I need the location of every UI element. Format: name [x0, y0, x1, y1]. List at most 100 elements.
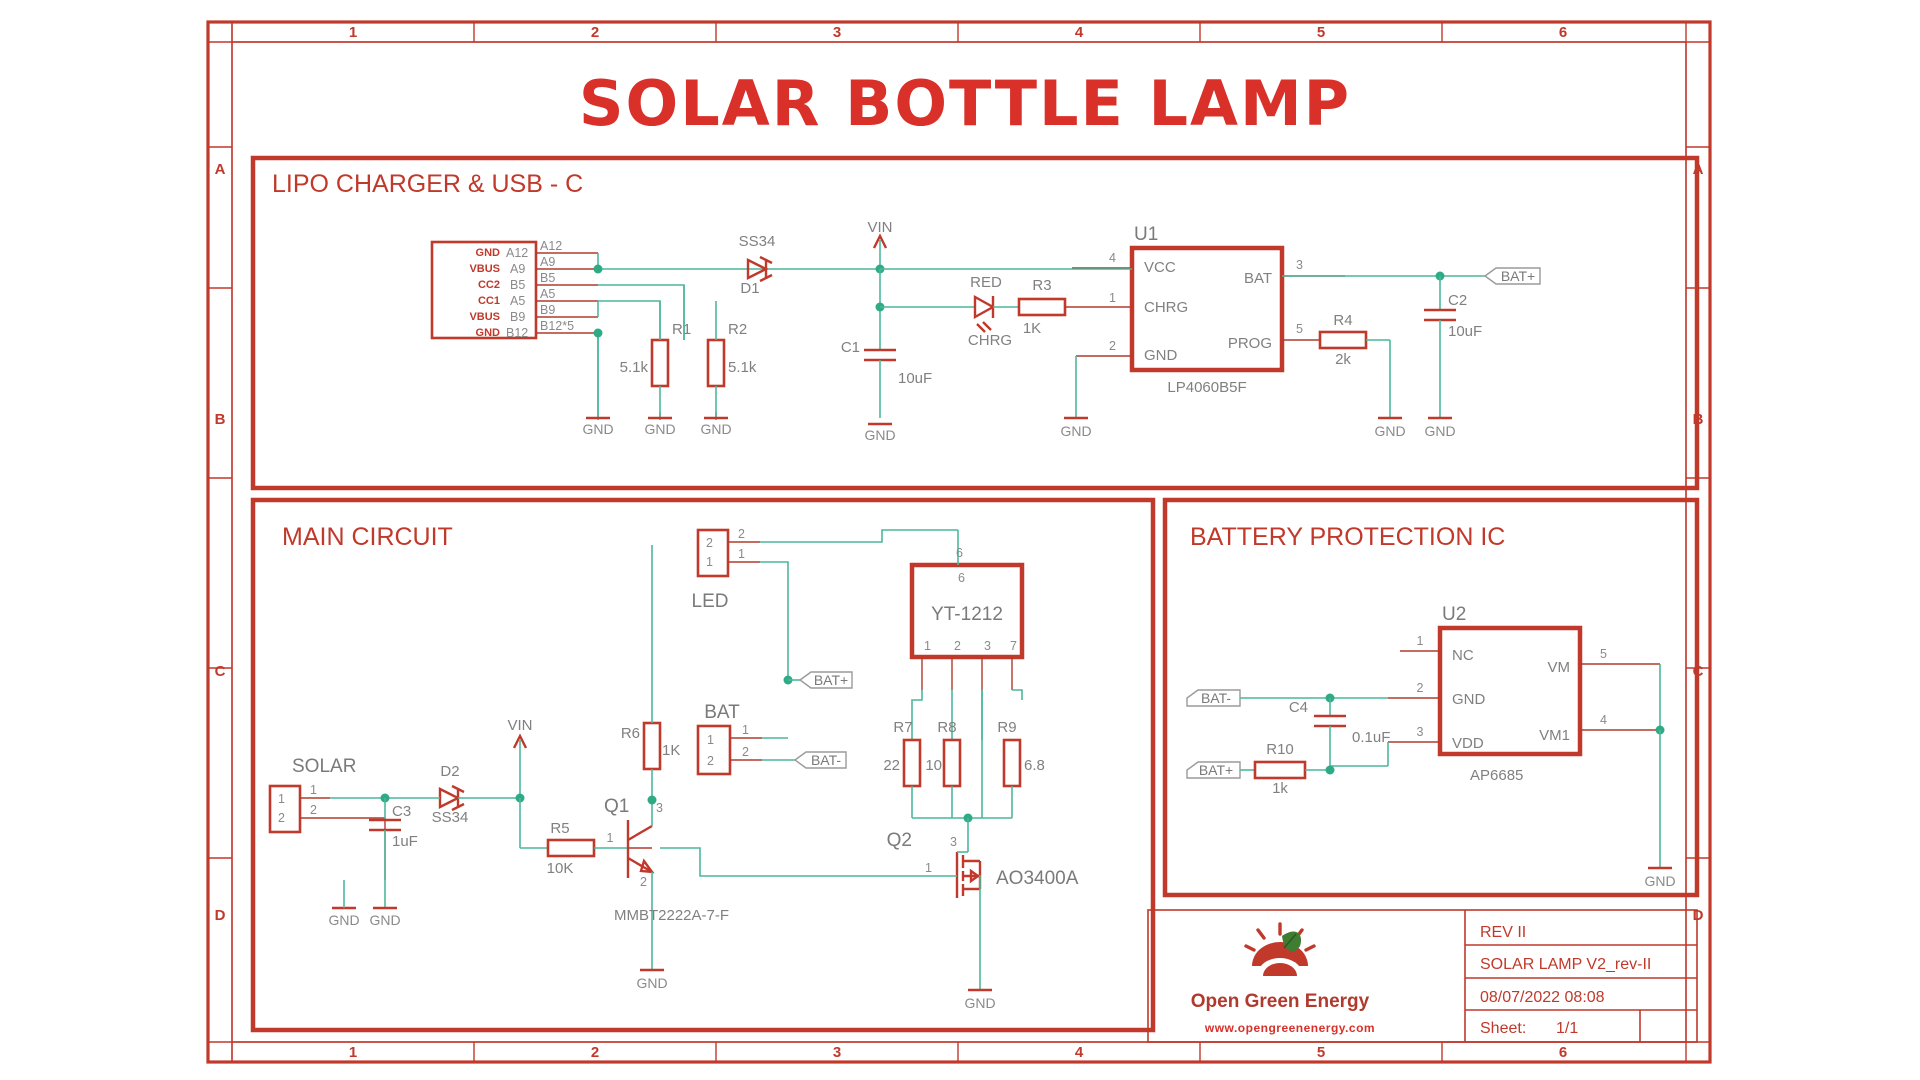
- usb-pin-sig-5: GND: [476, 327, 501, 339]
- diode-d2-value: D2: [440, 763, 459, 780]
- gnd-symbol-u1: GND: [1060, 416, 1092, 439]
- led-chrg-ref: RED: [970, 274, 1002, 291]
- usb-pin-sig-2: CC2: [478, 279, 500, 291]
- frame-col-4-top: 4: [1075, 24, 1084, 41]
- frame-row-c-left: C: [215, 663, 226, 680]
- frame-col-1-bottom: 1: [349, 1044, 357, 1061]
- module-pin-3: 3: [984, 639, 991, 653]
- sheet-outer-frame: [206, 20, 1712, 1064]
- diode-d1-value: SS34: [739, 233, 776, 250]
- resistor-r3-value: 1K: [1023, 320, 1041, 337]
- gnd-label-usb: GND: [582, 421, 613, 437]
- q2-pin-3: 3: [950, 835, 957, 849]
- usb-pin-sig-0: GND: [476, 247, 501, 259]
- resistor-r5-body: [546, 838, 596, 858]
- gnd-label-solar: GND: [328, 912, 359, 928]
- net-flag-batplus-main: BAT+: [788, 671, 853, 689]
- resistor-r6-ref: R6: [621, 725, 640, 742]
- protection-block-border: [1162, 497, 1700, 898]
- resistor-r2-body: [706, 338, 726, 388]
- resistor-r3-ref: R3: [1032, 277, 1051, 294]
- title-block-project: SOLAR LAMP V2_rev-II: [1480, 956, 1651, 973]
- usb-pin-num-1: A9: [510, 262, 525, 276]
- gnd-symbol-solar: GND: [328, 880, 360, 928]
- resistor-r3-body: [1017, 297, 1067, 317]
- led-chrg: RED CHRG: [880, 274, 1019, 349]
- ic-u1-pinnum-1: 1: [1109, 291, 1116, 305]
- gnd-symbol-c3: GND: [369, 906, 401, 928]
- gnd-label-u1: GND: [1060, 423, 1091, 439]
- ic-u2-pinnum-5: 5: [1600, 647, 1607, 661]
- frame-col-6-top: 6: [1559, 24, 1567, 41]
- net-flag-batminus-protection-text: BAT-: [1201, 690, 1231, 706]
- gnd-label-q2: GND: [964, 995, 995, 1011]
- diode-d1-ref: D1: [740, 280, 759, 297]
- capacitor-c1: C1 10uF: [841, 339, 932, 418]
- page-title: SOLAR BOTTLE LAMP: [579, 67, 1351, 140]
- usb-pin-num-4: B9: [510, 310, 525, 324]
- resistor-r7-ref: R7: [893, 719, 912, 736]
- frame-row-d-right: D: [1693, 907, 1704, 924]
- usb-c-connector-body: [430, 240, 538, 340]
- ic-u2-pin-vm1: VM1: [1539, 727, 1570, 744]
- capacitor-c3-value: 1uF: [392, 833, 418, 850]
- diode-d2: D2 SS34: [420, 763, 520, 826]
- usb-net-label-3: A5: [540, 287, 555, 301]
- title-block-sheet-value: 1/1: [1556, 1020, 1578, 1037]
- ic-u2-pinnum-1: 1: [1417, 634, 1424, 648]
- title-block-rev: REV II: [1480, 924, 1526, 941]
- frame-row-a-left: A: [215, 161, 226, 178]
- gnd-symbol-c2: GND: [1424, 416, 1456, 439]
- frame-row-d-left: D: [215, 907, 226, 924]
- ic-u1-pin-vcc: VCC: [1144, 259, 1176, 276]
- frame-col-2-top: 2: [591, 24, 599, 41]
- bat-pin-2: 2: [707, 754, 714, 768]
- gnd-symbol-usb: GND: [582, 410, 614, 437]
- gnd-symbol-r2: GND: [700, 412, 732, 437]
- usb-pin-stubs: [536, 252, 598, 334]
- ic-u2-pin-nc: NC: [1452, 647, 1474, 664]
- usb-net-label-2: B5: [540, 271, 555, 285]
- charger-block-title: LIPO CHARGER & USB - C: [272, 170, 583, 198]
- solar-pin-2: 2: [278, 811, 285, 825]
- led-netnum-1: 1: [738, 547, 745, 561]
- usb-net-label-4: B9: [540, 303, 555, 317]
- ic-u1-pinnum-4: 4: [1109, 251, 1116, 265]
- capacitor-c4: C4 0.1uF: [1289, 698, 1390, 767]
- charger-block-border: [250, 155, 1700, 491]
- net-flag-batplus-main-text: BAT+: [814, 672, 848, 688]
- vin-net-charger: VIN: [867, 219, 893, 274]
- title-block-sheet-label: Sheet:: [1480, 1020, 1526, 1037]
- ic-u2-pin-vdd: VDD: [1452, 735, 1484, 752]
- solar-connector-body: [268, 784, 302, 834]
- company-website: www.opengreenenergy.com: [1204, 1021, 1375, 1035]
- capacitor-c2-ref: C2: [1448, 292, 1467, 309]
- frame-col-5-bottom: 5: [1317, 1044, 1325, 1061]
- resistor-r2-ref: R2: [728, 321, 747, 338]
- net-flag-batplus-protection-text: BAT+: [1199, 762, 1233, 778]
- resistor-r1-ref: R1: [672, 321, 691, 338]
- gnd-symbol-r1: GND: [644, 412, 676, 437]
- usb-net-label-0: A12: [540, 239, 562, 253]
- net-flag-batplus-text: BAT+: [1501, 268, 1535, 284]
- module-pin-2: 2: [954, 639, 961, 653]
- frame-col-3-bottom: 3: [833, 1044, 841, 1061]
- resistor-r1-body: [650, 338, 670, 388]
- transistor-q1-value: MMBT2222A-7-F: [614, 907, 729, 924]
- capacitor-c3-ref: C3: [392, 803, 411, 820]
- capacitor-c2: C2 10uF: [1424, 276, 1482, 418]
- solar-connector-label: SOLAR: [292, 756, 356, 777]
- capacitor-c2-value: 10uF: [1448, 323, 1482, 340]
- usb-net-label-1: A9: [540, 255, 555, 269]
- gnd-symbol-q2: GND: [964, 988, 996, 1011]
- resistor-r4-value: 2k: [1335, 351, 1351, 368]
- title-block-date: 08/07/2022 08:08: [1480, 989, 1605, 1006]
- solar-netnum-2: 2: [310, 803, 317, 817]
- company-name: Open Green Energy: [1191, 991, 1370, 1012]
- q1-pin-3: 3: [656, 801, 663, 815]
- led-chrg-label: CHRG: [968, 332, 1012, 349]
- resistor-r9-body: [1002, 738, 1022, 788]
- resistor-r4-body: [1318, 330, 1368, 350]
- module-pin-7: 7: [1010, 639, 1017, 653]
- frame-col-5-top: 5: [1317, 24, 1325, 41]
